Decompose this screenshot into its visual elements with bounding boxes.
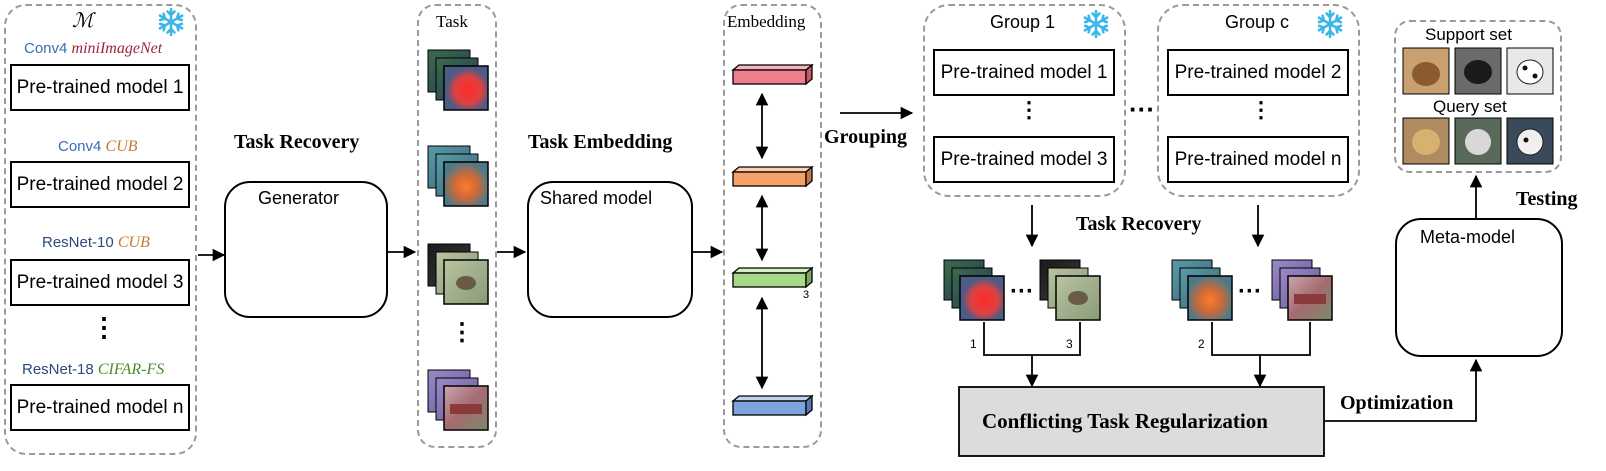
- embedding-bar-3: [731, 266, 814, 289]
- pretrained-model-2: Pre-trained model 2: [10, 161, 190, 208]
- meta-model-box: [1395, 218, 1563, 357]
- recovered-dots-2: ···: [1238, 278, 1262, 305]
- embedding-bar-n: [731, 394, 814, 417]
- recovered-tasks-group1: [943, 259, 1101, 321]
- regularization-label: Conflicting Task Regularization: [982, 409, 1268, 433]
- model-zoo-container: [4, 4, 197, 455]
- group-c-title: Group c: [1225, 12, 1290, 32]
- task-stack-4: [427, 369, 489, 431]
- group-1-model-a: Pre-trained model 1: [933, 49, 1115, 96]
- shared-model-box: [527, 181, 693, 318]
- arch-label: Conv4: [24, 40, 68, 57]
- query-set-label: Query set: [1433, 97, 1507, 116]
- arch-label: ResNet-18: [22, 361, 94, 378]
- embedding-column-title: Embedding: [727, 12, 806, 31]
- embedding-bars: [731, 63, 814, 417]
- testing-label: Testing: [1516, 188, 1578, 210]
- dataset-label: miniImageNet: [71, 40, 163, 57]
- model-set-symbol: ℳ: [72, 8, 94, 32]
- task-recovery-2-title: Task Recovery: [1076, 213, 1202, 235]
- model-n-caption: ResNet-18 CIFAR-FS: [22, 361, 164, 379]
- model-2-caption: Conv4 CUB: [58, 138, 138, 156]
- arch-label: Conv4: [58, 138, 102, 155]
- group-c-model-b: Pre-trained model n: [1167, 136, 1349, 183]
- generator-label: Generator: [258, 188, 340, 208]
- task-column-container: [417, 4, 497, 448]
- task-embedding-title: Task Embedding: [528, 131, 673, 153]
- task-stack-3: [427, 243, 489, 305]
- group-c-container: [1157, 4, 1360, 197]
- task-ellipsis: ⋮: [450, 319, 474, 346]
- group-c-dots: ⋮: [1250, 97, 1272, 122]
- recovered-dots-1: ···: [1010, 278, 1034, 305]
- flow-arrows: [198, 106, 1483, 422]
- task-stack-1: [427, 49, 489, 111]
- recovered-index-2: 2: [1198, 337, 1205, 351]
- meta-model-label: Meta-model: [1420, 227, 1516, 247]
- dataset-label: CUB: [117, 234, 150, 251]
- embedding-column-container: [723, 4, 822, 448]
- group-1-title: Group 1: [990, 12, 1056, 32]
- pretrained-model-n: Pre-trained model n: [10, 384, 190, 431]
- shared-model-label: Shared model: [540, 188, 653, 208]
- pretrained-model-3: Pre-trained model 3: [10, 259, 190, 306]
- embedding-bar-1: [731, 63, 814, 86]
- models-ellipsis: ⋮: [91, 312, 117, 342]
- dataset-label: CUB: [105, 138, 138, 155]
- generator-box: [224, 181, 388, 318]
- task-stack-2: [427, 145, 489, 207]
- model-3-caption: ResNet-10 CUB: [42, 234, 150, 252]
- support-set-images: [1402, 47, 1554, 95]
- task-column-title: Task: [436, 12, 468, 31]
- groups-gap-dots: ···: [1129, 94, 1155, 124]
- pretrained-model-1: Pre-trained model 1: [10, 64, 190, 111]
- task-recovery-title: Task Recovery: [234, 131, 360, 153]
- group-1-container: [923, 4, 1126, 197]
- optimization-label: Optimization: [1340, 392, 1454, 414]
- test-set-container: [1394, 20, 1562, 173]
- model-1-caption: Conv4 miniImageNet: [24, 40, 162, 58]
- group-c-model-a: Pre-trained model 2: [1167, 49, 1349, 96]
- arch-label: ResNet-10: [42, 234, 114, 251]
- query-set-images: [1402, 117, 1554, 165]
- group-1-dots: ⋮: [1018, 97, 1040, 122]
- group-1-model-b: Pre-trained model 3: [933, 136, 1115, 183]
- recovered-index-1: 1: [970, 337, 977, 351]
- embedding-bar-2: [731, 165, 814, 188]
- embedding-index: 3: [803, 289, 810, 301]
- recovered-index-3: 3: [1066, 337, 1073, 351]
- support-set-label: Support set: [1425, 25, 1512, 44]
- merge-connectors: [983, 322, 1311, 388]
- grouping-title: Grouping: [824, 126, 907, 148]
- recovered-tasks-group2: [1171, 259, 1333, 321]
- dataset-label: CIFAR-FS: [97, 361, 165, 378]
